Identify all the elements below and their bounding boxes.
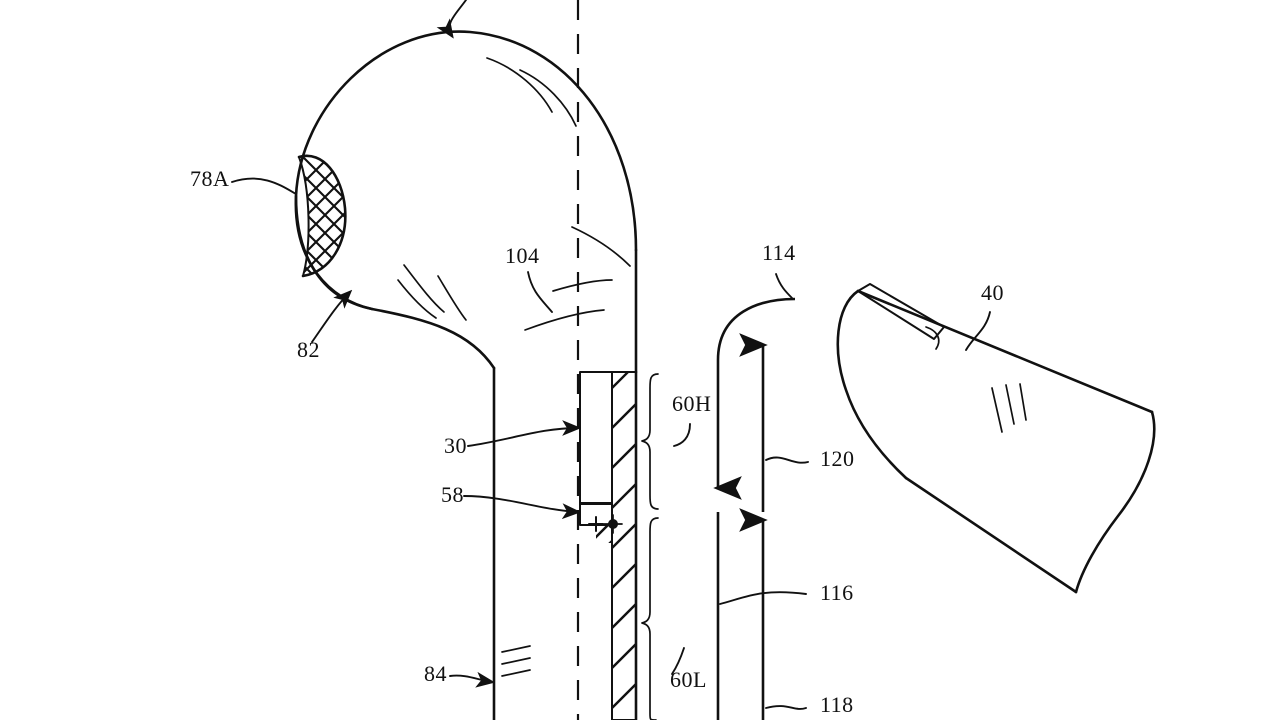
label-104: 104 xyxy=(505,243,540,268)
label-60L: 60L xyxy=(670,667,707,692)
leader-60H xyxy=(673,423,691,447)
hatch-lines xyxy=(612,372,636,710)
leader-104 xyxy=(527,271,553,313)
label-114: 114 xyxy=(762,240,796,265)
finger-top-edge xyxy=(856,289,1154,414)
label-116: 116 xyxy=(820,580,854,605)
flow-114-line xyxy=(713,297,796,500)
label-82: 82 xyxy=(297,337,320,362)
contour-right-2 xyxy=(524,309,605,331)
label-30: 30 xyxy=(444,433,467,458)
label-84: 84 xyxy=(424,661,447,686)
label-40: 40 xyxy=(981,280,1004,305)
leader-78A xyxy=(231,177,297,195)
earbud-lower-sweep xyxy=(294,194,496,370)
label-60H: 60H xyxy=(672,391,711,416)
leader-30 xyxy=(467,420,582,447)
label-78A: 78A xyxy=(190,166,229,191)
leader-40 xyxy=(965,311,991,351)
hatched-wall-strip xyxy=(596,371,637,720)
leader-118 xyxy=(765,705,807,710)
contour-top-2 xyxy=(519,69,577,127)
dot-marker-icon xyxy=(608,519,618,529)
contour-right-3 xyxy=(571,226,631,267)
contour-body-3 xyxy=(437,275,467,321)
dot-marker-rays xyxy=(603,514,623,534)
leader-60L xyxy=(671,647,685,675)
leader-114 xyxy=(775,273,793,299)
finger-tip-curve xyxy=(836,289,908,480)
leader-116 xyxy=(719,591,807,605)
fingernail-cuticle xyxy=(925,326,940,350)
leader-120 xyxy=(765,456,809,464)
finger xyxy=(836,283,1156,594)
leader-58 xyxy=(463,495,582,520)
contour-top-1 xyxy=(486,57,553,113)
contour-body-1 xyxy=(403,264,445,313)
mesh-inner-edge xyxy=(298,156,310,277)
brace-60H xyxy=(641,373,659,510)
hatch-lines-58 xyxy=(596,519,612,543)
leader-top-offscreen xyxy=(436,0,467,39)
mesh-outer-edge xyxy=(297,154,347,278)
label-58: 58 xyxy=(441,482,464,507)
polarity-markers xyxy=(588,514,623,534)
earbud-contour-lines xyxy=(397,57,631,331)
plus-marker-icon xyxy=(588,516,604,532)
contour-body-2 xyxy=(397,279,437,319)
stem-break-hatch xyxy=(501,645,531,677)
finger-break-line xyxy=(1074,410,1156,594)
leader-82 xyxy=(311,289,353,343)
hatch-strip-outline xyxy=(611,371,637,720)
label-118: 118 xyxy=(820,692,854,717)
brace-60L xyxy=(641,517,659,720)
curved-flow-path-114 xyxy=(713,297,796,500)
leader-84 xyxy=(449,671,496,688)
contour-right-1 xyxy=(552,279,613,292)
finger-bottom-edge xyxy=(904,476,1078,594)
label-120: 120 xyxy=(820,446,855,471)
finger-crease-lines xyxy=(991,383,1027,433)
